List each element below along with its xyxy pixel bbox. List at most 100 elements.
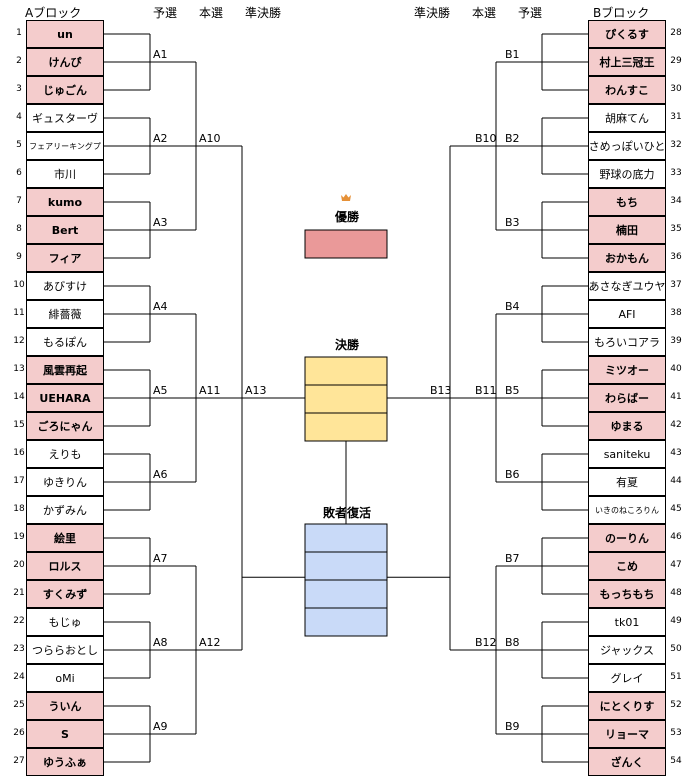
block-b-seed-number: 29 <box>670 56 682 66</box>
block-a-player-entry: UEHARA <box>26 384 104 412</box>
b-prelim-label: B3 <box>505 216 520 229</box>
block-a-player-entry: 風雲再起 <box>26 356 104 384</box>
block-a-seed-number: 5 <box>16 140 22 150</box>
block-a-player-entry: あびすけ <box>26 272 104 300</box>
a-prelim-label: A2 <box>153 132 168 145</box>
b-prelim-label: B4 <box>505 300 520 313</box>
champion-title: 優勝 <box>334 210 359 224</box>
block-b-player-entry: 楠田 <box>588 216 666 244</box>
block-a-player-entry: ロルス <box>26 552 104 580</box>
block-b-seed-number: 43 <box>670 448 682 458</box>
block-b-player-entry: 野球の底力 <box>588 160 666 188</box>
block-a-seed-number: 15 <box>13 420 25 430</box>
block-a-player-entry: えりも <box>26 440 104 468</box>
block-b-player-entry: もっちもち <box>588 580 666 608</box>
block-a-seed-number: 3 <box>16 84 22 94</box>
block-b-player-entry: わんすこ <box>588 76 666 104</box>
a-prelim-label: A5 <box>153 384 168 397</box>
block-b-seed-number: 39 <box>670 336 682 346</box>
block-b-player-entry: にとくりす <box>588 692 666 720</box>
block-a-seed-number: 17 <box>13 476 25 486</box>
repechage-slot <box>304 579 388 609</box>
block-a-player-entry: oMi <box>26 664 104 692</box>
block-a-seed-number: 2 <box>16 56 22 66</box>
block-b-seed-number: 35 <box>670 224 682 234</box>
block-b-player-entry: もち <box>588 188 666 216</box>
block-a-seed-number: 22 <box>13 616 25 626</box>
block-a-seed-number: 4 <box>16 112 22 122</box>
b-prelim-label: B6 <box>505 468 520 481</box>
a-prelim-label: A3 <box>153 216 168 229</box>
block-b-seed-number: 30 <box>670 84 682 94</box>
block-a-player-entry: じゅごん <box>26 76 104 104</box>
block-a-seed-number: 18 <box>13 504 25 514</box>
repechage-slot <box>304 523 388 553</box>
block-a-player-entry: Bert <box>26 216 104 244</box>
block-b-seed-number: 40 <box>670 364 682 374</box>
block-b-player-entry: ジャックス <box>588 636 666 664</box>
block-a-player-entry: かずみん <box>26 496 104 524</box>
block-a-player-entry: ゆきりん <box>26 468 104 496</box>
header-a-prelim: 予選 <box>153 6 178 20</box>
block-b-seed-number: 44 <box>670 476 682 486</box>
block-a-player-entry: S <box>26 720 104 748</box>
block-a-seed-number: 24 <box>13 672 25 682</box>
block-b-seed-number: 50 <box>670 644 682 654</box>
block-a-seed-number: 27 <box>13 756 25 766</box>
block-a-seed-number: 7 <box>16 196 22 206</box>
final-slot <box>304 356 388 386</box>
final-title: 決勝 <box>334 338 359 352</box>
a-prelim-label: A4 <box>153 300 168 313</box>
block-a-player-entry: 市川 <box>26 160 104 188</box>
block-a-seed-number: 11 <box>13 308 25 318</box>
b-prelim-label: B9 <box>505 720 520 733</box>
a-prelim-label: A6 <box>153 468 168 481</box>
block-b-player-entry: こめ <box>588 552 666 580</box>
block-b-header: Bブロック <box>593 6 650 20</box>
block-a-seed-number: 9 <box>16 252 22 262</box>
block-b-player-entry: グレイ <box>588 664 666 692</box>
block-a-player-entry: もじゅ <box>26 608 104 636</box>
block-a-seed-number: 21 <box>13 588 25 598</box>
block-b-seed-number: 47 <box>670 560 682 570</box>
block-b-seed-number: 45 <box>670 504 682 514</box>
header-b-prelim: 予選 <box>518 6 543 20</box>
block-b-player-entry: のーりん <box>588 524 666 552</box>
block-b-seed-number: 54 <box>670 756 682 766</box>
block-b-player-entry: 有夏 <box>588 468 666 496</box>
repechage-title: 敗者復活 <box>322 506 371 520</box>
block-b-seed-number: 38 <box>670 308 682 318</box>
block-b-seed-number: 49 <box>670 616 682 626</box>
block-a-player-entry: つららおとし <box>26 636 104 664</box>
a-prelim-label: A8 <box>153 636 168 649</box>
block-b-seed-number: 33 <box>670 168 682 178</box>
block-a-player-entry: フィア <box>26 244 104 272</box>
block-a-player-entry: ギュスターヴ <box>26 104 104 132</box>
block-b-seed-number: 37 <box>670 280 682 290</box>
block-a-player-entry: けんぴ <box>26 48 104 76</box>
block-b-seed-number: 51 <box>670 672 682 682</box>
header-a-semifinal: 準決勝 <box>245 6 282 20</box>
a-main-label: A12 <box>199 636 221 649</box>
block-a-seed-number: 10 <box>13 280 25 290</box>
block-b-player-entry: リョーマ <box>588 720 666 748</box>
block-a-seed-number: 19 <box>13 532 25 542</box>
b-semi-label: B13 <box>430 384 452 397</box>
block-b-seed-number: 52 <box>670 700 682 710</box>
block-a-seed-number: 16 <box>13 448 25 458</box>
repechage-slot <box>304 551 388 581</box>
repechage-slot <box>304 607 388 637</box>
block-b-player-entry: おかもん <box>588 244 666 272</box>
block-b-seed-number: 46 <box>670 532 682 542</box>
block-a-seed-number: 14 <box>13 392 25 402</box>
b-prelim-label: B8 <box>505 636 520 649</box>
block-b-player-entry: ぴくるす <box>588 20 666 48</box>
a-prelim-label: A1 <box>153 48 168 61</box>
block-a-seed-number: 25 <box>13 700 25 710</box>
block-a-player-entry: ごろにゃん <box>26 412 104 440</box>
block-a-player-entry: フェアリーキングプ <box>26 132 104 160</box>
block-b-player-entry: あさなぎユウヤ <box>588 272 666 300</box>
a-main-label: A10 <box>199 132 221 145</box>
block-b-player-entry: ざんく <box>588 748 666 776</box>
